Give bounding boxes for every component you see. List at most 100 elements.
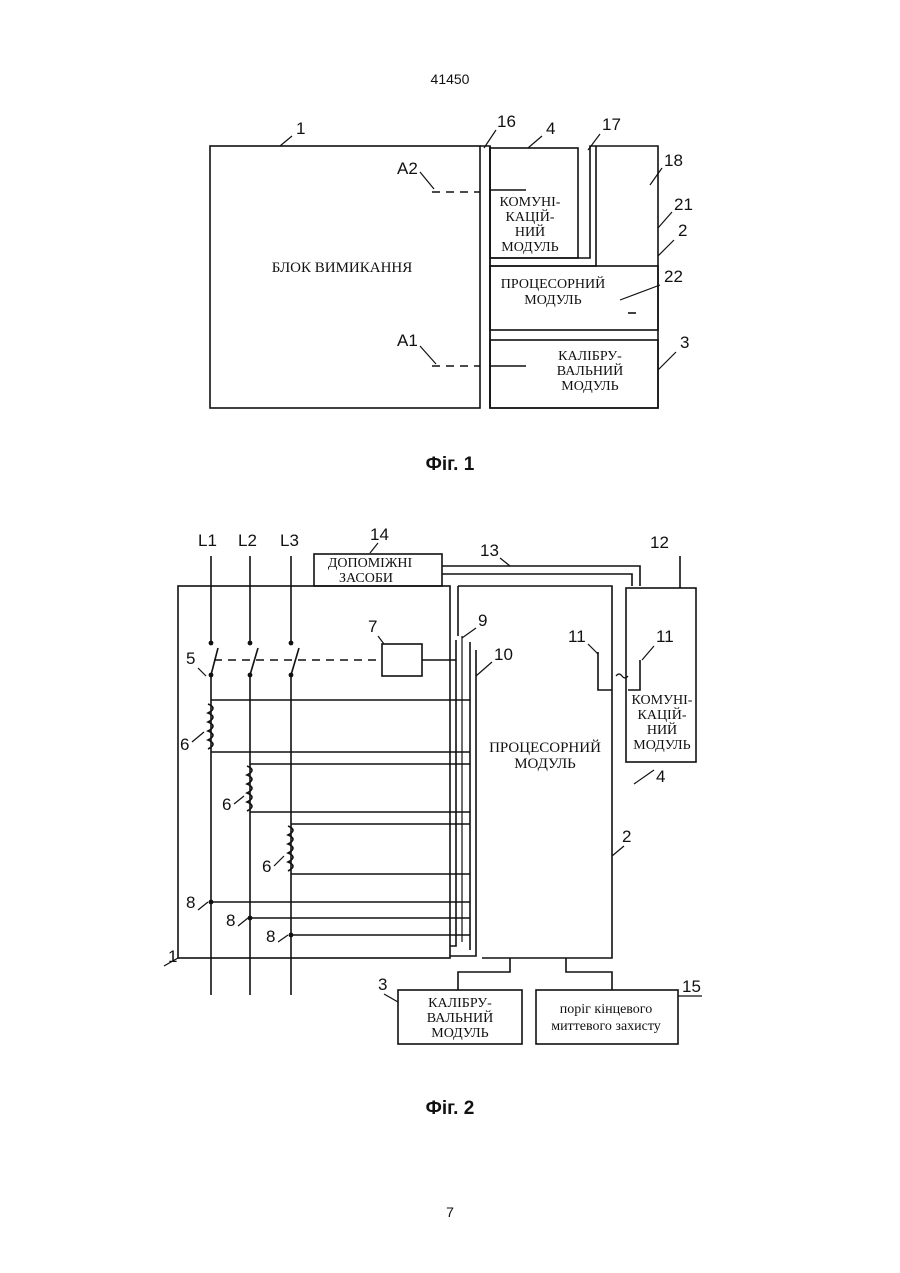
switch-blade-l2 — [250, 648, 258, 675]
ref-9: 9 — [478, 611, 487, 630]
leader-6b — [234, 796, 244, 804]
ref-6-l1: 6 — [180, 735, 189, 754]
processor-module-2-label-2: МОДУЛЬ — [514, 756, 576, 772]
calibration-module-3-label-3: МОДУЛЬ — [431, 1026, 488, 1041]
ref-14: 14 — [370, 525, 389, 544]
leader-6c — [274, 856, 284, 866]
link-threshold — [566, 958, 612, 990]
leader-14 — [370, 543, 378, 553]
ref-22: 22 — [664, 267, 683, 286]
leader-11a — [588, 644, 598, 654]
phase-l1: L1 — [198, 531, 217, 550]
phase-l3: L3 — [280, 531, 299, 550]
leader-13 — [500, 558, 510, 566]
label-a1: A1 — [397, 331, 418, 350]
threshold-label-1: поріг кінцевого — [560, 1002, 652, 1017]
trip-actuator-7 — [382, 644, 422, 676]
figure-2: L1 L2 L3 ДОПОМІЖНІ ЗАСОБИ — [164, 525, 702, 1119]
ref-3: 3 — [680, 333, 689, 352]
ref-8-l1: 8 — [186, 893, 195, 912]
fig1-caption: Фіг. 1 — [426, 454, 475, 475]
leader-10 — [476, 662, 492, 676]
ref-5: 5 — [186, 649, 195, 668]
document-number: 41450 — [431, 71, 470, 87]
leader-2 — [658, 240, 674, 256]
ref-6-l3: 6 — [262, 857, 271, 876]
leader-3 — [658, 352, 676, 370]
comm-module-label-3: НИЙ — [515, 223, 545, 240]
comm-module-4-label-3: НИЙ — [647, 721, 677, 738]
processor-module-label-1: ПРОЦЕСОРНИЙ — [501, 275, 605, 292]
figure-1: БЛОК ВИМИКАННЯ A2 A1 КОМУНІ- КАЦІЙ- НИЙ … — [210, 112, 693, 475]
leader-1 — [280, 136, 292, 146]
comm-module-4-label-2: КАЦІЙ- — [638, 706, 687, 723]
ref-4-comm: 4 — [656, 767, 665, 786]
leader-8b — [238, 918, 248, 926]
phase-l2: L2 — [238, 531, 257, 550]
leader-4b — [634, 770, 654, 784]
comm-module-4-label-4: МОДУЛЬ — [633, 738, 690, 753]
leader-6a — [192, 732, 204, 742]
switch-block — [210, 146, 480, 408]
ref-11-processor: 11 — [568, 627, 586, 646]
threshold-label-2: миттевого захисту — [551, 1019, 661, 1034]
ref-8-l3: 8 — [266, 927, 275, 946]
link-calibration — [458, 958, 510, 990]
ref-15-threshold: 15 — [682, 977, 701, 996]
leader-8a — [198, 902, 208, 910]
leader-7 — [378, 636, 384, 644]
ref-16: 16 — [497, 112, 516, 131]
leader-8c — [278, 935, 288, 942]
leader-22 — [620, 285, 660, 300]
leader-18 — [650, 168, 662, 185]
ref-13: 13 — [480, 541, 499, 560]
ref-1: 1 — [296, 119, 305, 138]
comm-module-4-label-1: КОМУНІ- — [632, 693, 693, 708]
leader-a2 — [420, 172, 434, 189]
ref-4: 4 — [546, 119, 555, 138]
calibration-module-label-2: ВАЛЬНИЙ — [557, 362, 623, 379]
page-number: 7 — [446, 1204, 454, 1220]
ref-8-l2: 8 — [226, 911, 235, 930]
leader-9 — [462, 628, 476, 638]
processor-module-label-2: МОДУЛЬ — [524, 293, 581, 308]
contact-l1-top — [209, 641, 214, 646]
threshold-module-15 — [536, 990, 678, 1044]
ref-10: 10 — [494, 645, 513, 664]
calibration-module-3-label-1: КАЛІБРУ- — [428, 996, 492, 1011]
ref-7: 7 — [368, 617, 377, 636]
ref-2-processor: 2 — [622, 827, 631, 846]
label-a2: A2 — [397, 159, 418, 178]
switch-block-label: БЛОК ВИМИКАННЯ — [272, 260, 413, 276]
aux-means-label-1: ДОПОМІЖНІ — [328, 556, 413, 571]
link-11-comm — [628, 660, 640, 690]
ref-12: 12 — [650, 533, 669, 552]
link-13-bottom — [442, 574, 632, 586]
tap-point-l3 — [289, 933, 294, 938]
ref-3-calibration: 3 — [378, 975, 387, 994]
processor-module-2 — [458, 586, 612, 958]
contact-l3-top — [289, 641, 294, 646]
aux-means-label-2: ЗАСОБИ — [339, 571, 393, 586]
ref-11-comm: 11 — [656, 627, 674, 646]
connector-9-inner — [450, 640, 456, 946]
switch-blade-l3 — [291, 648, 299, 675]
ref-18: 18 — [664, 151, 683, 170]
connector-10-outer — [450, 650, 476, 956]
link-13-top — [442, 566, 640, 586]
ref-6-l2: 6 — [222, 795, 231, 814]
leader-3b — [384, 994, 398, 1002]
tap-point-l1 — [209, 900, 214, 905]
ref-21: 21 — [674, 195, 693, 214]
leader-21 — [658, 212, 672, 228]
contact-l2-top — [248, 641, 253, 646]
switch-blade-l1 — [211, 648, 218, 675]
leader-5 — [198, 668, 206, 676]
ref-17: 17 — [602, 115, 621, 134]
calibration-module-label-1: КАЛІБРУ- — [558, 349, 622, 364]
leader-17 — [588, 134, 600, 150]
link-11-processor — [598, 652, 612, 690]
calibration-module-3-label-2: ВАЛЬНИЙ — [427, 1009, 493, 1026]
ref-2: 2 — [678, 221, 687, 240]
